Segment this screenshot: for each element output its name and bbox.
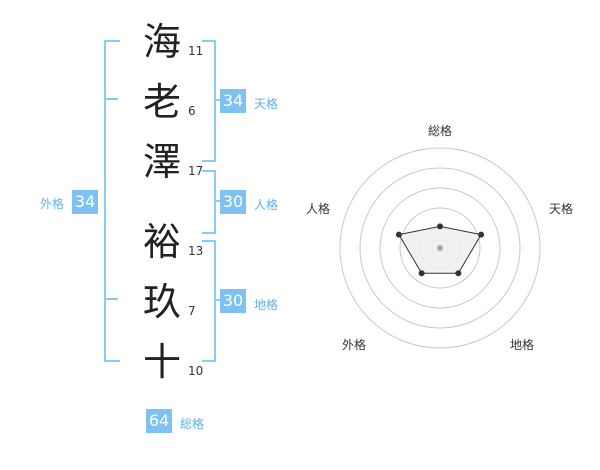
radar-point-2 — [478, 231, 485, 238]
radar-grid-ring-2 — [359, 167, 521, 329]
radar-grid-ring-1 — [339, 147, 541, 349]
tenkaku-bracket — [202, 40, 216, 162]
radar-axis-label-tenkaku: 天格 — [549, 202, 574, 216]
stroke-count-1: 11 — [188, 44, 204, 58]
radar-axis-label-jinkaku: 人格 — [306, 202, 331, 216]
jinkaku-label: 人格 — [254, 198, 279, 212]
chikaku-value: 30 — [220, 289, 246, 313]
chikaku-tick — [214, 299, 220, 301]
name-char-3: 澤 — [142, 140, 181, 184]
radar-point-4 — [418, 270, 425, 277]
radar-axis-label-gaikaku: 外格 — [342, 338, 367, 352]
jinkaku-bracket — [202, 170, 216, 234]
tenkaku-label: 天格 — [254, 97, 279, 111]
radar-grid-ring-3 — [379, 187, 501, 309]
radar-value-polygon — [398, 225, 482, 274]
gaikaku-tick-1 — [104, 98, 118, 100]
radar-grid-ring-5 — [419, 227, 461, 269]
stroke-count-4: 13 — [188, 244, 204, 258]
jinkaku-tick — [214, 200, 220, 202]
gaikaku-label: 外格 — [40, 197, 65, 211]
tenkaku-tick — [214, 99, 220, 101]
name-char-1: 海 — [142, 20, 181, 64]
jinkaku-value: 30 — [220, 190, 246, 214]
name-char-2: 老 — [142, 80, 181, 124]
gaikaku-tick-2 — [104, 298, 118, 300]
name-char-4: 裕 — [142, 220, 181, 264]
radar-point-3 — [455, 270, 462, 277]
stroke-count-2: 6 — [188, 104, 196, 118]
radar-point-1 — [437, 223, 443, 230]
radar-axis-label-soukaku: 総格 — [428, 124, 453, 138]
soukaku-value: 64 — [146, 409, 172, 433]
stroke-count-6: 10 — [188, 364, 204, 378]
soukaku-label: 総格 — [180, 417, 205, 431]
chikaku-bracket — [202, 240, 216, 362]
name-char-6: 十 — [142, 340, 181, 384]
chikaku-label: 地格 — [254, 298, 279, 312]
radar-grid-ring-4 — [399, 207, 481, 289]
radar-point-5 — [395, 231, 402, 238]
name-char-5: 玖 — [142, 280, 181, 324]
gaikaku-bracket — [104, 40, 120, 362]
radar-center-dot — [437, 245, 443, 251]
tenkaku-value: 34 — [220, 89, 246, 113]
radar-axis-label-chikaku: 地格 — [510, 338, 535, 352]
stroke-count-3: 17 — [188, 164, 204, 178]
gaikaku-value: 34 — [72, 190, 98, 214]
stroke-count-5: 7 — [188, 304, 196, 318]
